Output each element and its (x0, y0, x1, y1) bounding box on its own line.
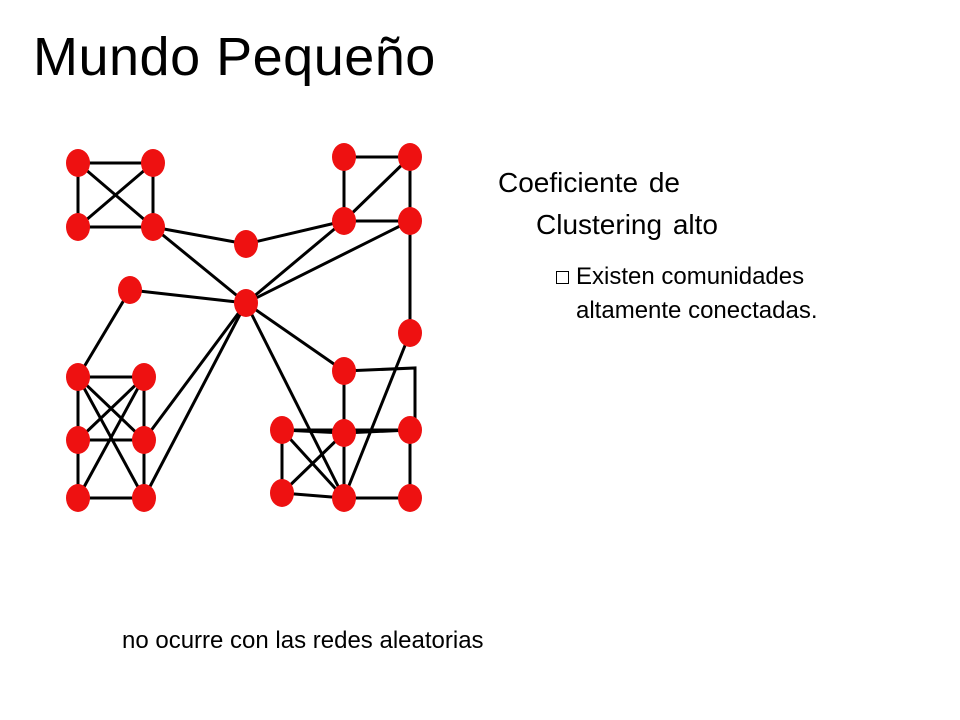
node-b4 (398, 207, 422, 235)
edge-c2-c5 (76, 376, 146, 499)
bullet-clustering-line-1: Coeficiente de (498, 167, 681, 198)
edge-c0-c1 (76, 289, 132, 378)
bullet-clustering-line-2: Clustering alto (536, 209, 718, 240)
sub-bullet-communities: Existen comunidades altamente conectadas… (498, 260, 918, 328)
sub-bullet-line-2: altamente conectadas. (576, 297, 818, 324)
slide-title: Mundo Pequeño (33, 27, 436, 87)
node-d5 (332, 484, 356, 512)
edge-c2-c3 (76, 375, 146, 442)
node-d6 (398, 484, 422, 512)
node-d3 (398, 416, 422, 444)
node-layer (66, 143, 422, 512)
sub-bullet-line-1: Existen comunidades (576, 263, 805, 290)
edge-h2-c4 (142, 302, 248, 441)
node-c1 (66, 363, 90, 391)
frame-line-1 (343, 366, 417, 430)
edge-d0-d5 (342, 332, 412, 499)
node-d1 (270, 416, 294, 444)
edge-c0-h2 (129, 288, 247, 305)
node-d4 (270, 479, 294, 507)
square-bullet-icon (556, 271, 569, 284)
node-c2 (132, 363, 156, 391)
node-c5 (66, 484, 90, 512)
node-d2 (332, 419, 356, 447)
node-b2 (398, 143, 422, 171)
node-b3 (332, 207, 356, 235)
node-a3 (66, 213, 90, 241)
edge-h1-b3 (245, 219, 345, 246)
node-c3 (66, 426, 90, 454)
edge-h2-b4 (245, 219, 411, 305)
edge-h2-dt (245, 301, 345, 373)
node-c6 (132, 484, 156, 512)
edge-h2-d5 (244, 302, 346, 499)
edge-h2-b3 (245, 219, 345, 305)
node-h1 (234, 230, 258, 258)
edge-a4-h2 (152, 225, 247, 305)
node-c0 (118, 276, 142, 304)
edge-b2-b3 (342, 155, 412, 223)
node-a2 (141, 149, 165, 177)
edge-a4-h1 (152, 225, 247, 246)
edge-a2-a3 (77, 161, 154, 229)
node-c4 (132, 426, 156, 454)
node-a4 (141, 213, 165, 241)
edge-h2-c6 (142, 302, 248, 499)
edge-layer (76, 155, 417, 500)
edge-d2-d4 (280, 431, 346, 495)
node-d0 (398, 319, 422, 347)
bullet-list: Coeficiente de Clustering alto Existen c… (498, 162, 918, 328)
bullet-clustering: Coeficiente de Clustering alto (498, 162, 918, 246)
node-h2 (234, 289, 258, 317)
node-b1 (332, 143, 356, 171)
node-dt (332, 357, 356, 385)
node-a1 (66, 149, 90, 177)
footnote: no ocurre con las redes aleatorias (122, 627, 484, 654)
